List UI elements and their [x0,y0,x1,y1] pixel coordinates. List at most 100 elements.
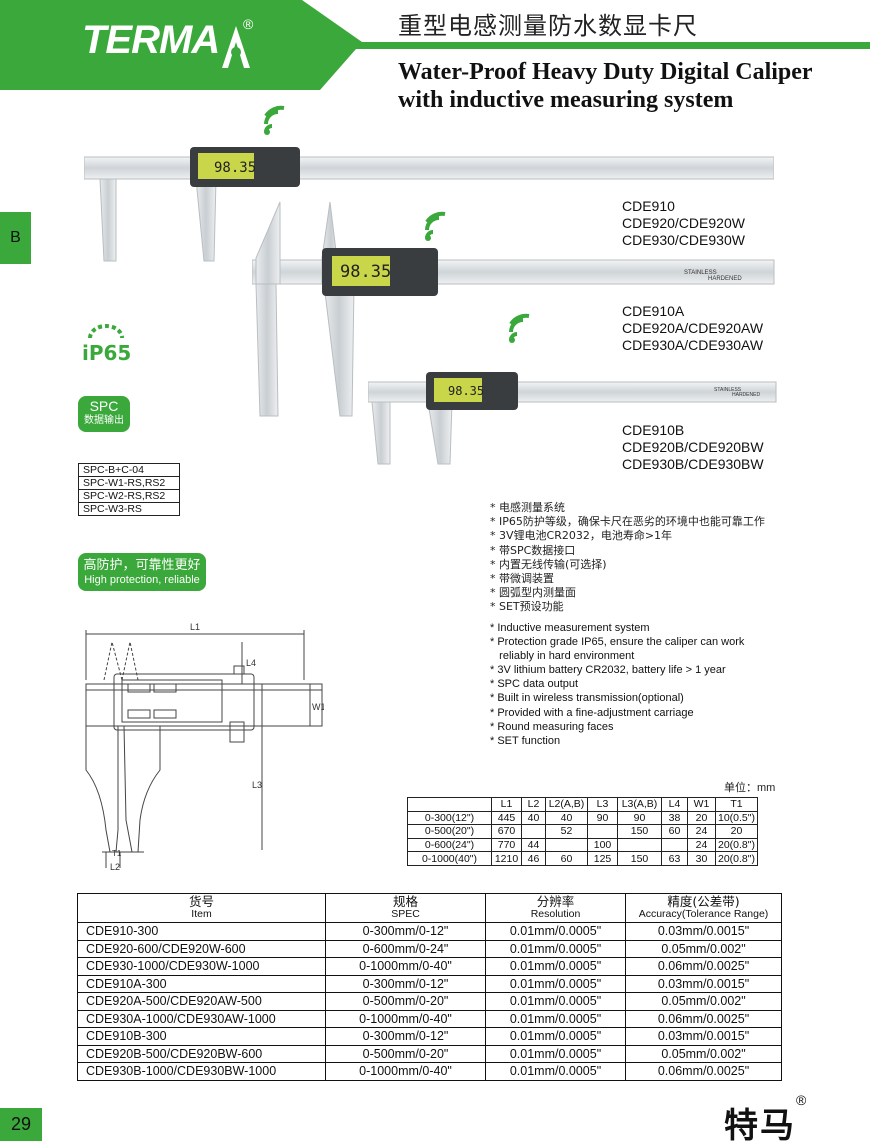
table-cell [521,824,546,839]
feature-item: * 带SPC数据接口 [490,543,576,557]
table-cell: 125 [587,851,618,866]
item-cell: CDE920A-500/CDE920AW-500 [77,992,326,1011]
display-reading: 98.35 [214,160,256,176]
feature-item: reliably in hard environment [490,650,635,663]
feature-item: * SET预设功能 [490,600,564,614]
spec-cell: 0-300mm/0-12" [325,922,486,941]
table-cell: 24 [687,837,716,853]
table-cell: 60 [661,824,688,839]
caliper-dimension-drawing: L1 L4 L3 W1 T1 L2 [85,622,324,872]
accuracy-cell: 0.06mm/0.0025" [625,957,782,976]
feature-item: * 内置无线传输(可选择) [490,557,607,571]
model-name: CDE910B [622,422,685,438]
table-cell [545,837,588,853]
table-row: CDE920B-500/CDE920BW-600 0-500mm/0-20" 0… [77,1044,782,1063]
accuracy-cell: 0.03mm/0.0015" [625,1027,782,1046]
table-cell: 20(0.8") [715,837,758,853]
scale-mark-stainless: STAINLESS [714,387,742,393]
spc-cable-item: SPC-W2-RS,RS2 [78,489,180,503]
table-row: CDE920-600/CDE920W-600 0-600mm/0-24" 0.0… [77,939,782,958]
resolution-cell: 0.01mm/0.0005" [485,957,626,976]
dimension-table: L1 L2 L2(A,B) L3 L3(A,B) L4 W1 T1 0-300(… [407,797,758,866]
table-cell: 10(0.5") [715,810,758,826]
item-cell: CDE910A-300 [77,974,326,993]
item-cell: CDE910-300 [77,922,326,941]
resolution-cell: 0.01mm/0.0005" [485,992,626,1011]
accuracy-cell: 0.05mm/0.002" [625,1044,782,1063]
feature-item: * SET function [490,734,561,747]
dimension-label-t1: T1 [112,849,122,858]
brand-registered-mark: ® [796,1092,807,1108]
table-header [407,797,492,812]
table-row: CDE930A-1000/CDE930AW-1000 0-1000mm/0-40… [77,1009,782,1028]
table-row: 0-1000(40") 1210 46 60 125 150 63 30 20(… [407,851,758,866]
header-green-band [0,0,870,90]
feature-item: * Inductive measurement system [490,622,650,634]
table-row: CDE930B-1000/CDE930BW-1000 0-1000mm/0-40… [77,1062,782,1081]
table-header: L3 [587,797,618,812]
table-row: CDE910-300 0-300mm/0-12" 0.01mm/0.0005" … [77,922,782,941]
spec-cell: 0-500mm/0-20" [325,992,486,1011]
table-row: CDE910A-300 0-300mm/0-12" 0.01mm/0.0005"… [77,974,782,993]
spc-cable-item: SPC-W1-RS,RS2 [78,476,180,490]
model-group-2: CDE910A CDE920A/CDE920AW CDE930A/CDE930A… [622,303,763,354]
dimension-label-l3: L3 [252,780,262,790]
wireless-icon [425,211,446,241]
table-cell: 150 [617,824,662,839]
spec-cell: 0-300mm/0-12" [325,1027,486,1046]
feature-item: * 3V lithium battery CR2032, battery lif… [490,664,726,677]
ip65-badge: iP65 [82,322,131,363]
spc-cable-item: SPC-B+C-04 [78,463,180,477]
spec-cell: 0-500mm/0-20" [325,1044,486,1063]
feature-item: * IP65防护等级，确保卡尺在恶劣的环境中也能可靠工作 [490,515,765,529]
table-cell: 1210 [491,851,522,866]
caliper-image-1: 98.35 [84,147,774,262]
dimension-label-l4: L4 [246,658,256,668]
wireless-icon [509,313,530,343]
table-header: L1 [491,797,522,812]
table-cell: 40 [545,810,588,826]
brand-name-cn: 特马 [724,1106,796,1141]
table-cell: 0-300(12") [407,810,492,826]
table-cell: 60 [545,851,588,866]
ip65-arc-icon [88,324,124,339]
accuracy-cell: 0.05mm/0.002" [625,992,782,1011]
spec-cell: 0-1000mm/0-40" [325,957,486,976]
table-cell: 0-500(20") [407,824,492,839]
model-name: CDE910 [622,198,675,214]
resolution-cell: 0.01mm/0.0005" [485,939,626,958]
feature-item: * 电感测量系统 [490,501,565,514]
spec-cell: 0-1000mm/0-40" [325,1009,486,1028]
scale-mark-stainless: STAINLESS [684,270,717,276]
table-header: L2(A,B) [545,797,588,812]
table-cell: 0-600(24") [407,837,492,853]
spc-badge-title: SPC [89,398,119,414]
table-row: CDE920A-500/CDE920AW-500 0-500mm/0-20" 0… [77,992,782,1011]
section-tab: B [0,212,31,264]
table-cell: 46 [521,851,546,866]
features-list-cn: * 电感测量系统 * IP65防护等级，确保卡尺在恶劣的环境中也能可靠工作 * … [490,501,765,615]
feature-item: * Protection grade IP65, ensure the cali… [490,636,745,649]
feature-item: * 圆弧型内测量面 [490,586,576,600]
spec-cell: 0-600mm/0-24" [325,939,486,958]
table-row: 0-500(20") 670 52 150 60 24 20 [407,824,758,839]
page-title-cn: 重型电感测量防水数显卡尺 [398,12,698,40]
table-cell: 38 [661,810,688,826]
scale-mark-hardened: HARDENED [708,276,742,282]
item-cell: CDE910B-300 [77,1027,326,1046]
model-name: CDE920B/CDE920BW [622,439,764,455]
table-cell [617,837,662,853]
table-cell: 670 [491,824,522,839]
table-cell: 20 [715,824,758,839]
table-cell: 52 [545,824,588,839]
ip65-label: iP65 [82,341,132,365]
item-cell: CDE930B-1000/CDE930BW-1000 [77,1062,326,1081]
model-name: CDE930B/CDE930BW [622,456,764,472]
table-header: T1 [715,797,758,812]
model-group-1: CDE910 CDE920/CDE920W CDE930/CDE930W [622,198,745,249]
